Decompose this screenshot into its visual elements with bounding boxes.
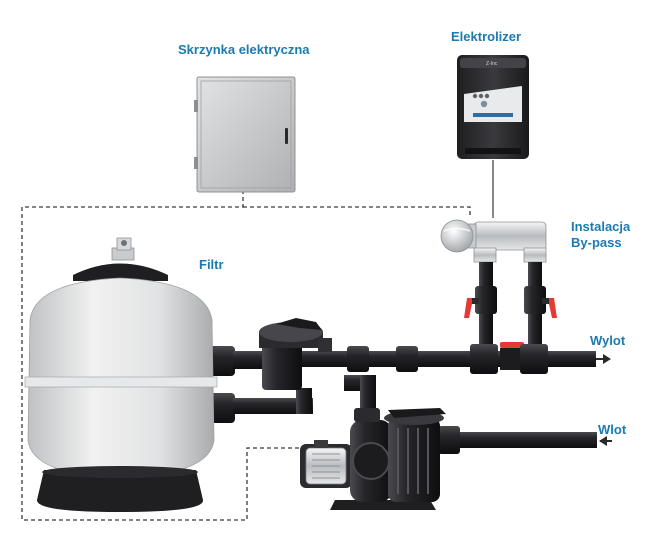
bypass-installation-label: Instalacja By-pass [571,219,630,251]
valve-handle-right [549,298,557,318]
electrical-box-label: Skrzynka elektryczna [178,42,310,57]
inlet-arrow-icon [599,436,612,446]
pool-pump [300,408,446,510]
electrolyzer-label: Elektrolizer [451,29,522,44]
valve-handle-left [464,298,472,318]
sand-filter [24,237,218,512]
electrolyzer-unit: Z-Inc [457,55,529,159]
filter-outlet-connector [207,346,265,376]
outlet-arrow-icon [596,354,611,364]
multiport-valve [259,318,332,390]
filter-inlet-connector [207,388,313,423]
inlet-label: Wlot [598,422,627,437]
bypass-pipes [472,262,549,362]
electrical-box [194,76,296,193]
bypass-label-line2: By-pass [571,235,622,250]
inlet-pipe [438,426,597,454]
filter-label: Filtr [199,257,224,272]
bypass-cell [440,219,547,263]
valve-handle-main [500,342,524,348]
outlet-label: Wylot [590,333,626,348]
svg-text:Z-Inc: Z-Inc [486,61,498,67]
control-cable-dashed [21,190,471,521]
bypass-label-line1: Instalacja [571,219,631,234]
outlet-pipe [296,344,596,374]
pump-discharge-pipe [344,375,376,415]
